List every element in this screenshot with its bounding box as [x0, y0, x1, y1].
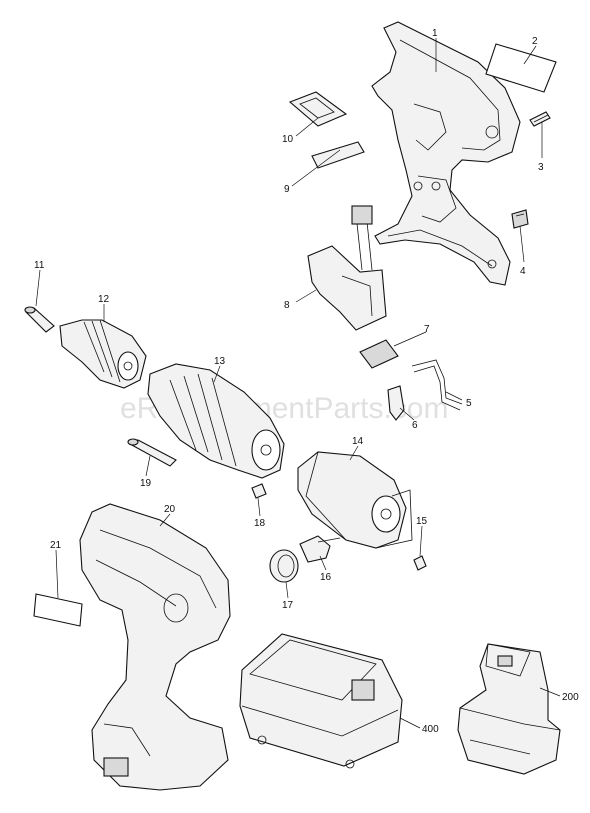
screw-part-19[interactable] — [127, 438, 177, 467]
callout-2: 2 — [532, 36, 538, 47]
slider-part-9[interactable] — [311, 141, 365, 169]
screw-part-18[interactable] — [251, 483, 267, 499]
callout-12: 12 — [98, 294, 110, 305]
label-plate-part-2[interactable] — [485, 43, 557, 93]
drill-chuck-part-12[interactable] — [59, 319, 147, 389]
callout-7: 7 — [424, 324, 430, 335]
battery-pack-part-200[interactable] — [457, 643, 561, 775]
bracket-part-4[interactable] — [511, 209, 529, 229]
callout-19: 19 — [140, 478, 152, 489]
callout-20: 20 — [164, 504, 176, 515]
housing-half-part-1[interactable] — [371, 21, 521, 286]
motor-part-14[interactable] — [297, 451, 413, 549]
callout-6: 6 — [412, 420, 418, 431]
callout-9: 9 — [284, 184, 290, 195]
screw-part-11[interactable] — [24, 306, 55, 333]
callout-1: 1 — [432, 28, 438, 39]
terminal-part-5[interactable] — [411, 359, 463, 411]
screw-part-3[interactable] — [529, 111, 551, 127]
leader-lines — [35, 38, 561, 729]
callout-3: 3 — [538, 162, 544, 173]
callout-labels: 1 2 3 4 5 6 7 8 9 10 11 12 13 14 15 16 1… — [34, 28, 579, 735]
screw-part-15[interactable] — [413, 555, 427, 571]
callout-8: 8 — [284, 300, 290, 311]
callout-15: 15 — [416, 516, 428, 527]
housing-half-part-20[interactable] — [79, 503, 231, 791]
callout-10: 10 — [282, 134, 294, 145]
callout-17: 17 — [282, 600, 294, 611]
callout-18: 18 — [254, 518, 266, 529]
charger-part-400[interactable] — [239, 633, 403, 769]
callout-11: 11 — [34, 260, 45, 271]
callout-13: 13 — [214, 356, 226, 367]
callout-4: 4 — [520, 266, 526, 277]
terminal-part-6[interactable] — [387, 385, 405, 421]
callout-400: 400 — [422, 724, 439, 735]
callout-16: 16 — [320, 572, 332, 583]
switch-cover-part-10[interactable] — [288, 91, 348, 127]
callout-200: 200 — [562, 692, 579, 703]
callout-5: 5 — [466, 398, 472, 409]
brush-part-16[interactable] — [299, 535, 341, 563]
connector-part-7[interactable] — [359, 339, 399, 369]
label-part-21[interactable] — [33, 593, 83, 627]
switch-part-8[interactable] — [307, 205, 387, 331]
gear-assembly-part-13[interactable] — [147, 363, 285, 479]
callout-14: 14 — [352, 436, 364, 447]
cap-part-17[interactable] — [269, 549, 299, 583]
callout-21: 21 — [50, 540, 62, 551]
